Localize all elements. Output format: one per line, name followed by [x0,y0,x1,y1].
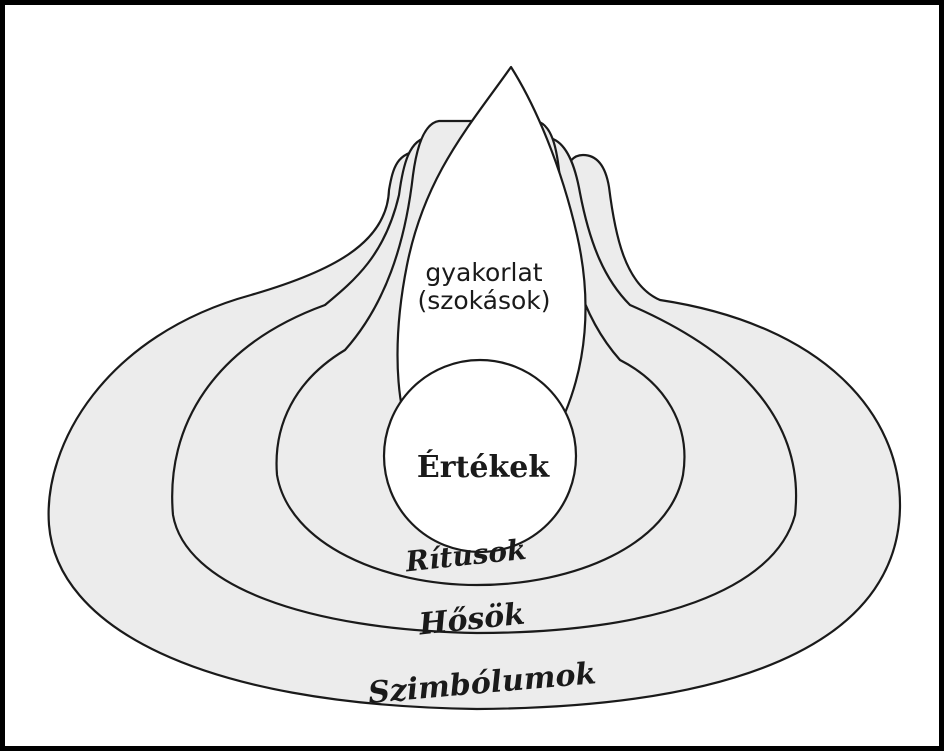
onion-diagram: gyakorlat (szokások) Értékek Rítusok Hős… [10,10,944,751]
practice-label-line1: gyakorlat [425,258,542,287]
practice-label-line2: (szokások) [417,286,550,315]
values-label: Értékek [417,449,550,485]
